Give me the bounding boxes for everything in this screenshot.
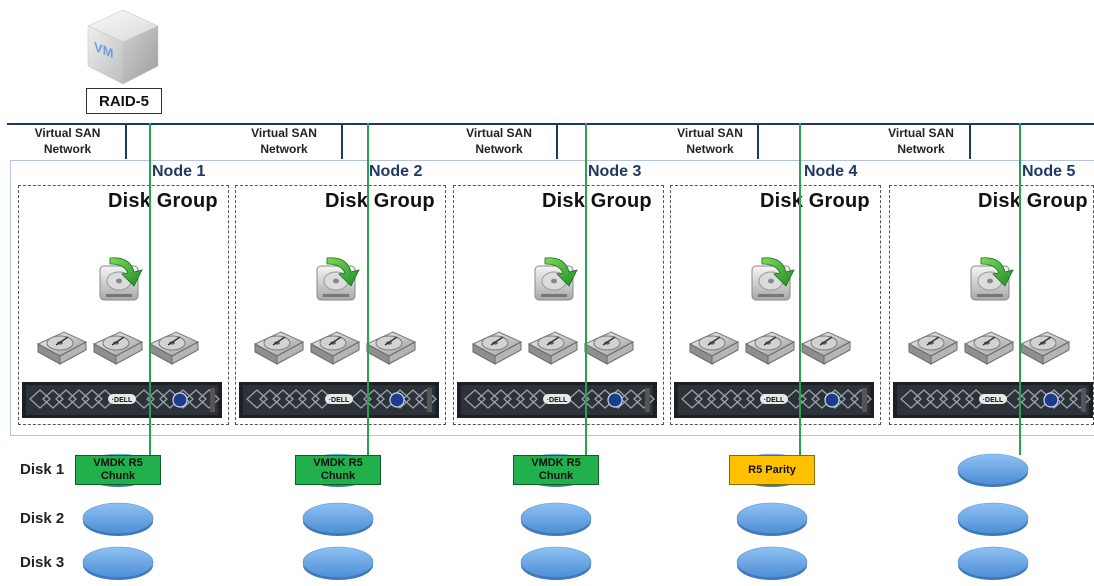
- node-label-4: Node 4: [804, 163, 858, 180]
- chunk-line2: Chunk: [320, 470, 356, 482]
- chunk-line2: Chunk: [538, 470, 574, 482]
- network-cell-line2: Network: [260, 142, 308, 156]
- hard-drive-icon: [1017, 326, 1071, 373]
- svg-text:·DELL: ·DELL: [764, 397, 785, 404]
- disk-group-box-3: [453, 185, 664, 425]
- chunk-line1: VMDK R5: [313, 457, 363, 469]
- network-cell-4: Virtual SAN Network: [659, 125, 761, 159]
- network-cell-line2: Network: [43, 142, 92, 156]
- hard-drive-icon: [798, 326, 852, 373]
- dell-rack-server-icon: ·DELL: [239, 382, 439, 423]
- data-path-line-1: [149, 123, 151, 455]
- data-path-line-4: [799, 123, 801, 455]
- disk-group-title: Disk Group: [108, 190, 218, 212]
- vm-raid-label: RAID-5: [86, 88, 162, 114]
- cache-drive-arrow-icon: [531, 254, 583, 309]
- virtual-san-network-bar: [7, 123, 1094, 125]
- disk-icon: [957, 452, 1029, 493]
- disk-icon: [520, 501, 592, 542]
- hard-drive-icon: [363, 326, 417, 373]
- disk-group-box-4: [670, 185, 881, 425]
- chunk-line2: Chunk: [100, 470, 136, 482]
- svg-text:·DELL: ·DELL: [329, 397, 350, 404]
- network-separator: [341, 125, 343, 159]
- chunk-line1: VMDK R5: [93, 457, 143, 469]
- hard-drive-icon: [307, 326, 361, 373]
- disk-icon: [736, 501, 808, 542]
- node-label-2: Node 2: [369, 163, 423, 180]
- disk-row-label-3: Disk 3: [20, 554, 65, 571]
- network-cell-line1: Virtual SAN: [888, 126, 954, 140]
- data-path-line-2: [367, 123, 369, 455]
- disk-icon: [736, 545, 808, 586]
- network-cell-line1: Virtual SAN: [34, 126, 101, 140]
- cache-drive-arrow-icon: [96, 254, 148, 309]
- svg-text:·DELL: ·DELL: [112, 397, 133, 404]
- node-label-3: Node 3: [588, 163, 642, 180]
- network-cell-line1: Virtual SAN: [677, 126, 743, 140]
- disk-icon: [957, 545, 1029, 586]
- network-cell-line1: Virtual SAN: [251, 126, 317, 140]
- disk-icon: [82, 545, 154, 586]
- dell-rack-server-icon: ·DELL: [674, 382, 874, 423]
- node-label-1: Node 1: [152, 163, 206, 180]
- network-separator: [125, 125, 127, 159]
- disk-icon: [302, 545, 374, 586]
- chunk-line1: VMDK R5: [531, 457, 581, 469]
- chunk-line1: R5 Parity: [748, 463, 796, 476]
- network-separator: [556, 125, 558, 159]
- cluster-frame: [10, 160, 1094, 436]
- network-cell-line2: Network: [475, 142, 523, 156]
- disk-icon: [82, 501, 154, 542]
- cache-drive-arrow-icon: [748, 254, 800, 309]
- dell-rack-server-icon: ·DELL: [22, 382, 222, 423]
- network-cell-1: Virtual SAN Network: [10, 125, 125, 159]
- disk-icon: [957, 501, 1029, 542]
- disk-row-label-1: Disk 1: [20, 461, 65, 478]
- dell-rack-server-icon: ·DELL: [457, 382, 657, 423]
- disk-row-label-2: Disk 2: [20, 510, 65, 527]
- network-separator: [757, 125, 759, 159]
- network-cell-line2: Network: [686, 142, 734, 156]
- hard-drive-icon: [525, 326, 579, 373]
- cache-drive-arrow-icon: [313, 254, 365, 309]
- disk-group-title: Disk Group: [760, 190, 870, 212]
- hard-drive-icon: [146, 326, 200, 373]
- network-cell-3: Virtual SAN Network: [442, 125, 556, 159]
- network-separator: [969, 125, 971, 159]
- network-cell-2: Virtual SAN Network: [226, 125, 342, 159]
- hard-drive-icon: [90, 326, 144, 373]
- disk-group-title: Disk Group: [978, 190, 1088, 212]
- node-label-5: Node 5: [1022, 163, 1076, 180]
- disk-group-box-1: [18, 185, 229, 425]
- disk-group-title: Disk Group: [325, 190, 435, 212]
- cache-drive-arrow-icon: [967, 254, 1019, 309]
- data-path-line-5: [1019, 123, 1021, 455]
- hard-drive-icon: [742, 326, 796, 373]
- disk-icon: [520, 545, 592, 586]
- vm-cube-icon: VM: [78, 4, 168, 88]
- disk-icon: [302, 501, 374, 542]
- data-path-line-3: [585, 123, 587, 455]
- hard-drive-icon: [251, 326, 305, 373]
- svg-text:·DELL: ·DELL: [547, 397, 568, 404]
- hard-drive-icon: [469, 326, 523, 373]
- hard-drive-icon: [905, 326, 959, 373]
- hard-drive-icon: [34, 326, 88, 373]
- network-cell-line2: Network: [897, 142, 945, 156]
- parity-chunk: R5 Parity: [729, 455, 815, 485]
- hard-drive-icon: [686, 326, 740, 373]
- disk-group-title: Disk Group: [542, 190, 652, 212]
- dell-rack-server-icon: ·DELL: [893, 382, 1093, 423]
- network-cell-5: Virtual SAN Network: [869, 125, 973, 159]
- network-cell-line1: Virtual SAN: [466, 126, 532, 140]
- hard-drive-icon: [581, 326, 635, 373]
- hard-drive-icon: [961, 326, 1015, 373]
- disk-group-box-2: [235, 185, 446, 425]
- svg-text:·DELL: ·DELL: [983, 397, 1004, 404]
